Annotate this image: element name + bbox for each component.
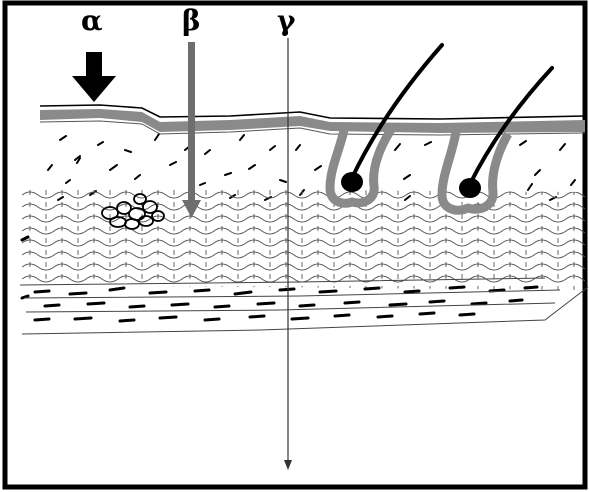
label-gamma: γ [277,4,296,37]
fat-cell-cluster [102,194,164,229]
alpha-arrow [72,52,116,102]
gamma-arrow [284,38,292,470]
label-alpha: α [81,4,103,37]
hypodermis-layer [22,190,589,290]
label-beta: β [182,4,201,37]
hair-follicle-2 [442,68,552,210]
left-edge-marks [22,237,28,298]
